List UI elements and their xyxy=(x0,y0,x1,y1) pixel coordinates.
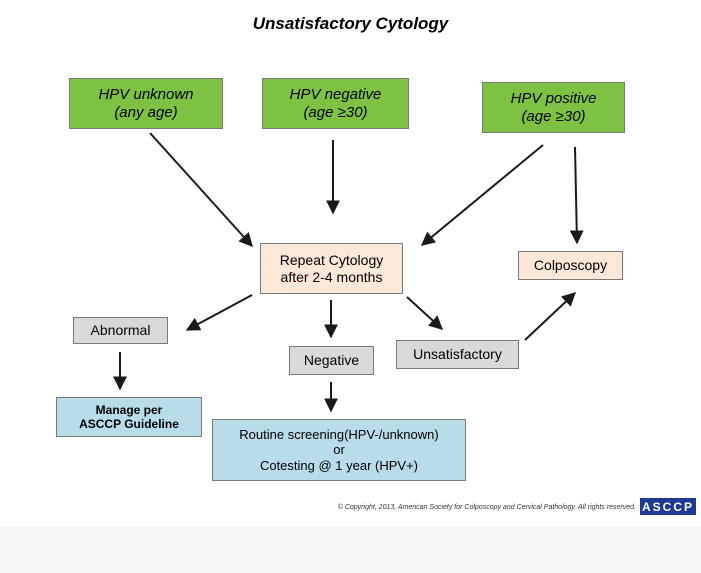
diagram-title: Unsatisfactory Cytology xyxy=(252,14,449,33)
node-repeat-cytology-line2: after 2-4 months xyxy=(280,268,383,285)
node-abnormal-label: Abnormal xyxy=(90,322,151,339)
node-colposcopy: Colposcopy xyxy=(518,251,623,280)
node-hpv-negative-line2: (age ≥30) xyxy=(303,103,368,121)
node-hpv-positive-line1: HPV positive xyxy=(510,89,597,107)
arrow-unknown-to-repeat xyxy=(149,132,253,248)
node-unsatisfactory-label: Unsatisfactory xyxy=(413,346,502,363)
node-hpv-unknown-line2: (any age) xyxy=(114,103,178,121)
node-unsatisfactory: Unsatisfactory xyxy=(396,340,519,369)
arrow-positive-to-repeat xyxy=(420,144,544,246)
node-repeat-cytology: Repeat Cytology after 2-4 months xyxy=(260,243,403,294)
node-routine-line1: Routine screening(HPV-/unknown) xyxy=(239,426,439,442)
arrow-repeat-to-unsatisfactory xyxy=(406,296,444,330)
node-routine-screening: Routine screening(HPV-/unknown) or Cotes… xyxy=(212,419,466,481)
node-hpv-unknown: HPV unknown (any age) xyxy=(69,78,223,129)
bottom-band xyxy=(0,527,701,573)
node-manage-line2: ASCCP Guideline xyxy=(79,417,179,431)
node-hpv-unknown-line1: HPV unknown xyxy=(98,85,194,103)
arrow-repeat-to-abnormal xyxy=(185,294,253,331)
node-hpv-negative: HPV negative (age ≥30) xyxy=(262,78,409,129)
node-hpv-negative-line1: HPV negative xyxy=(289,85,382,103)
arrow-positive-to-colposcopy xyxy=(569,146,584,245)
node-routine-line3: Cotesting @ 1 year (HPV+) xyxy=(259,457,419,473)
node-hpv-positive: HPV positive (age ≥30) xyxy=(482,82,625,133)
node-negative-label: Negative xyxy=(303,352,360,369)
node-manage-line1: Manage per xyxy=(95,402,163,417)
copyright-notice: © Copyright, 2013, American Society for … xyxy=(337,504,636,511)
node-hpv-positive-line2: (age ≥30) xyxy=(521,107,586,125)
node-abnormal: Abnormal xyxy=(73,317,168,344)
node-repeat-cytology-line1: Repeat Cytology xyxy=(279,251,384,268)
node-manage-guideline: Manage per ASCCP Guideline xyxy=(56,397,202,437)
arrow-unsatisfactory-to-colposcopy xyxy=(524,292,577,341)
node-routine-line2: or xyxy=(333,442,345,458)
node-colposcopy-label: Colposcopy xyxy=(533,257,608,274)
node-negative: Negative xyxy=(289,346,374,375)
asccp-logo: ASCCP xyxy=(640,498,696,515)
